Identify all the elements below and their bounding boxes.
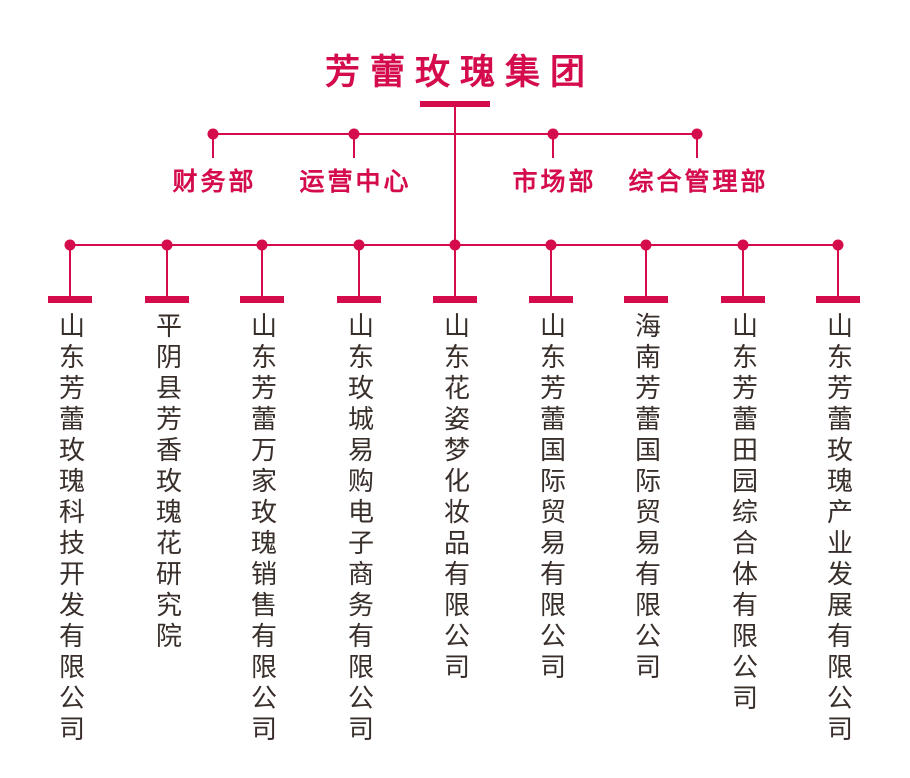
department-label: 市场部: [512, 167, 597, 196]
chart-title: 芳蕾玫瑰集团: [324, 53, 595, 93]
connector-stem: [837, 245, 839, 297]
root-connector-line: [454, 104, 456, 246]
connector-stem: [645, 245, 647, 297]
connector-stem: [358, 245, 360, 297]
connector-stem: [742, 245, 744, 297]
node-end-bar: [48, 296, 92, 303]
department-label: 运营中心: [299, 167, 412, 196]
department-connector-line: [213, 133, 697, 135]
connector-stub: [353, 134, 355, 158]
subsidiary-name: 山东花姿梦化妆品有限公司: [439, 312, 470, 684]
node-end-bar: [624, 296, 668, 303]
subsidiary-name: 海南芳蕾国际贸易有限公司: [630, 312, 661, 684]
connector-stem: [550, 245, 552, 297]
connector-stem: [454, 245, 456, 297]
node-end-bar: [529, 296, 573, 303]
node-end-bar: [721, 296, 765, 303]
node-end-bar: [145, 296, 189, 303]
subsidiary-name: 山东芳蕾玫瑰科技开发有限公司: [54, 312, 85, 746]
node-end-bar: [337, 296, 381, 303]
department-label: 财务部: [172, 167, 257, 196]
subsidiary-name: 山东芳蕾玫瑰产业发展有限公司: [822, 312, 853, 746]
subsidiary-name: 平阴县芳香玫瑰花研究院: [151, 312, 182, 653]
connector-stem: [69, 245, 71, 297]
connector-stub: [212, 134, 214, 158]
subsidiary-name: 山东芳蕾万家玫瑰销售有限公司: [246, 312, 277, 746]
subsidiary-name: 山东芳蕾田园综合体有限公司: [727, 312, 758, 715]
connector-stub: [552, 134, 554, 158]
subsidiary-name: 山东玫城易购电子商务有限公司: [343, 312, 374, 746]
node-end-bar: [816, 296, 860, 303]
department-label: 综合管理部: [628, 167, 769, 196]
connector-stub: [696, 134, 698, 158]
connector-stem: [166, 245, 168, 297]
node-end-bar: [433, 296, 477, 303]
node-end-bar: [240, 296, 284, 303]
connector-stem: [261, 245, 263, 297]
subsidiary-name: 山东芳蕾国际贸易有限公司: [535, 312, 566, 684]
